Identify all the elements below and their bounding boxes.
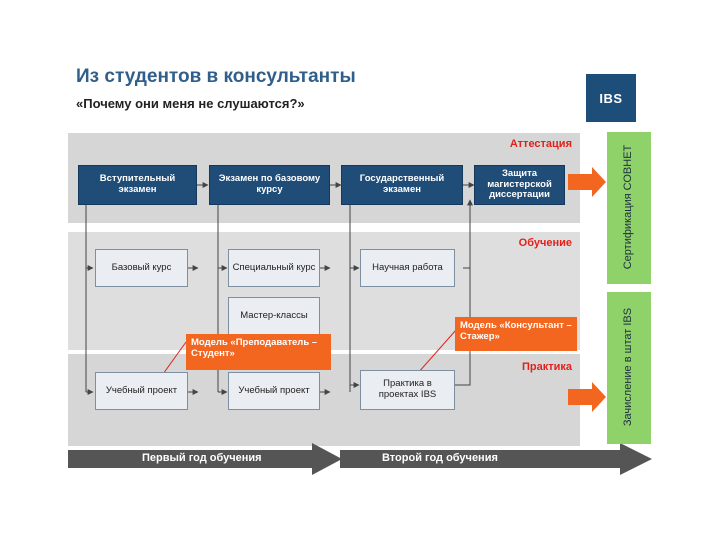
section-label-education: Обучение [518,237,572,249]
enrollment-strip [607,292,651,444]
special-course-box: Специальный курс [228,249,320,287]
callout-consultant-intern: Модель «Консультант – Стажер» [455,317,577,351]
enrollment-label: Зачисление в штат IBS [622,307,634,427]
callout-teacher-student: Модель «Преподаватель – Студент» [186,334,331,370]
ibs-practice-box: Практика в проектах IBS [360,370,455,410]
page-subtitle: «Почему они меня не слушаются?» [76,96,305,111]
ibs-logo: IBS [586,74,636,122]
enrollment-arrow [568,382,606,412]
research-work-box: Научная работа [360,249,455,287]
section-label-attestation: Аттестация [509,138,572,150]
study-project-2-box: Учебный проект [228,372,320,410]
state-exam-box: Государственный экзамен [341,165,463,205]
certification-label: Сертификация СОВНЕТ [622,144,634,270]
study-project-1-box: Учебный проект [95,372,188,410]
timeline-label-year1: Первый год обучения [142,452,262,464]
certification-strip [607,132,651,284]
base-course-box: Базовый курс [95,249,188,287]
timeline-arrow-year2 [340,443,652,475]
timeline-label-year2: Второй год обучения [382,452,498,464]
connector-practice-up [455,268,471,386]
page-title: Из студентов в консультанты [76,66,356,87]
entrance-exam-box: Вступительный экзамен [78,165,197,205]
connector-col4-spine [463,199,473,269]
section-label-practice: Практика [521,361,572,373]
certification-arrow [568,167,606,197]
thesis-defense-box: Защита магистерской диссертации [474,165,565,205]
master-classes-box: Мастер-классы [228,297,320,335]
base-exam-box: Экзамен по базовому курсу [209,165,330,205]
timeline-arrow-year1 [68,443,342,475]
